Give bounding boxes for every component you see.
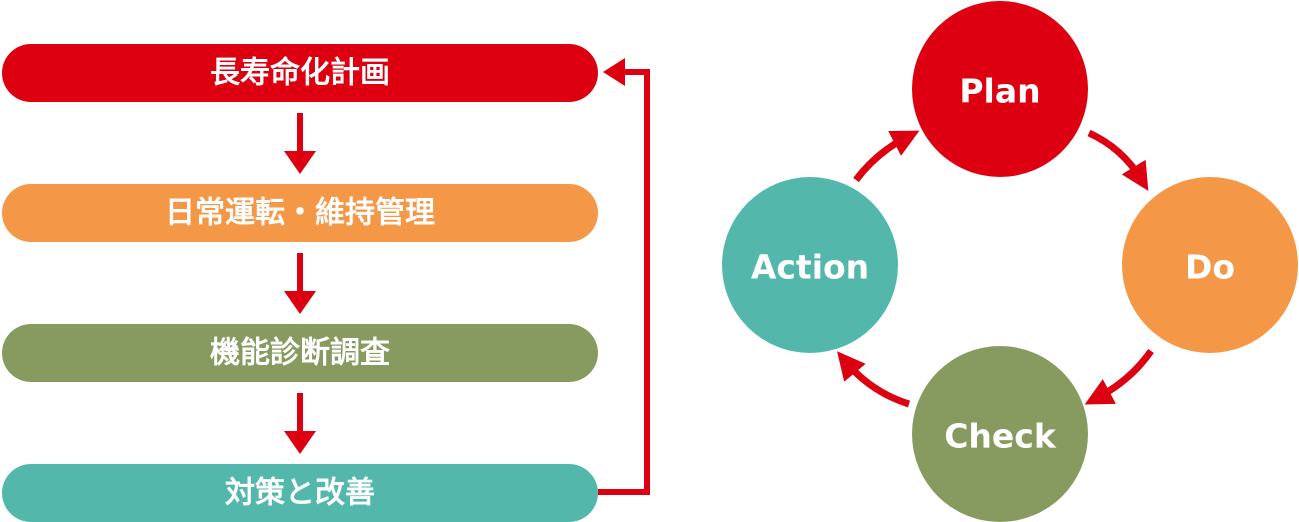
cycle-node-label: Check [944,417,1057,456]
cycle-node-do: Do [1122,177,1298,353]
flow-arrow-down-2 [284,253,316,314]
cycle-node-circle [912,346,1088,522]
cycle-arrow-plan-to-do [1087,129,1149,191]
flow-arrow-down-3 [284,393,316,454]
cycle-node-circle [722,177,898,353]
flow-chart: 長寿命化計画 日常運転・維持管理 機能診断調査 対策と改善 [2,44,650,522]
cycle-node-label: Plan [959,72,1040,111]
flow-step-label: 日常運転・維持管理 [165,196,435,231]
flow-step-improvement: 対策と改善 [2,464,598,522]
flow-step-plan: 長寿命化計画 [2,44,598,102]
cycle-node-circle [1122,177,1298,353]
flow-step-diagnosis: 機能診断調査 [2,324,598,382]
flow-step-box [2,464,598,522]
flow-step-box [2,324,598,382]
pdca-cycle: Plan Do Check Action [722,1,1298,522]
flow-step-label: 対策と改善 [225,476,375,511]
cycle-arrow-do-to-check [1084,348,1154,405]
flow-step-label: 機能診断調査 [210,336,390,371]
cycle-node-label: Do [1185,248,1235,287]
cycle-node-label: Action [751,248,869,287]
cycle-arrow-action-to-plan [853,130,920,183]
flow-arrow-down-1 [284,113,316,174]
flow-step-operation: 日常運転・維持管理 [2,184,598,242]
cycle-node-plan: Plan [912,1,1088,177]
cycle-arrow-check-to-action [837,351,911,408]
flow-step-label: 長寿命化計画 [210,56,390,91]
flow-step-box [2,44,598,102]
cycle-node-check: Check [912,346,1088,522]
cycle-node-action: Action [722,177,898,353]
flow-feedback-arrow [598,58,650,495]
cycle-node-circle [912,1,1088,177]
flow-step-box [2,184,598,242]
